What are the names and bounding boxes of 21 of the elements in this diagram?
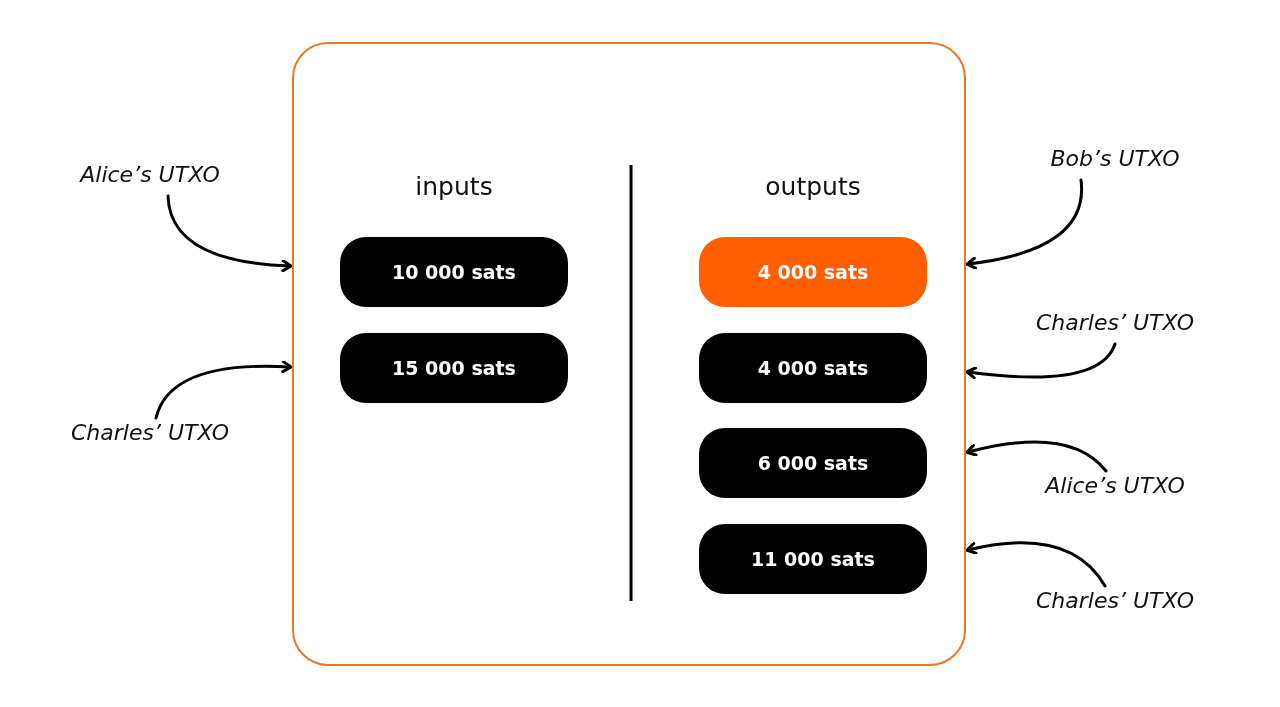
amount-pill: 15 000 sats bbox=[340, 333, 568, 403]
utxo-label: Bob’s UTXO bbox=[1030, 146, 1200, 178]
amount-pill: 4 000 sats bbox=[699, 333, 927, 403]
amount-pill: 6 000 sats bbox=[699, 428, 927, 498]
utxo-label: Alice’s UTXO bbox=[60, 162, 240, 194]
utxo-label: Charles’ UTXO bbox=[1015, 588, 1215, 620]
curved-arrow bbox=[154, 360, 293, 420]
utxo-label: Charles’ UTXO bbox=[1015, 310, 1215, 342]
curved-arrow bbox=[965, 342, 1117, 380]
curved-arrow bbox=[965, 541, 1107, 588]
utxo-label: Charles’ UTXO bbox=[50, 420, 250, 452]
curved-arrow bbox=[965, 178, 1084, 270]
amount-pill: 10 000 sats bbox=[340, 237, 568, 307]
column-heading: inputs bbox=[414, 172, 494, 201]
frame-box bbox=[292, 42, 966, 666]
curved-arrow bbox=[965, 440, 1108, 473]
amount-pill: 11 000 sats bbox=[699, 524, 927, 594]
column-heading: outputs bbox=[764, 172, 862, 201]
curved-arrow bbox=[166, 194, 293, 273]
utxo-label: Alice’s UTXO bbox=[1025, 473, 1205, 505]
amount-pill: 4 000 sats bbox=[699, 237, 927, 307]
